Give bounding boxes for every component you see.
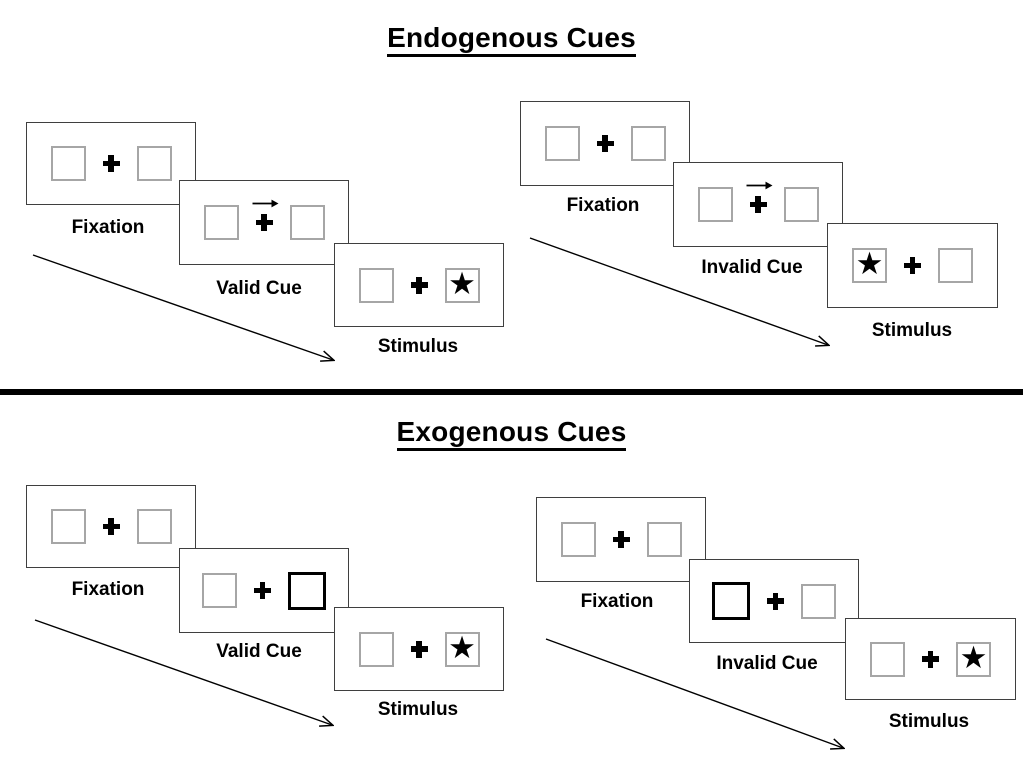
panel-label: Invalid Cue — [716, 653, 818, 674]
fixation-cross-icon — [746, 181, 772, 213]
timeline-arrow — [529, 237, 828, 345]
stimulus-panel: ★ — [827, 223, 998, 308]
panel-label: Fixation — [580, 591, 654, 612]
fixation-cross-icon — [612, 531, 630, 548]
fixation-panel — [26, 485, 196, 568]
left-box — [50, 146, 86, 181]
left-box — [50, 509, 86, 544]
right-box — [136, 509, 172, 544]
valid-cue-panel — [179, 180, 349, 265]
section-title-text: Exogenous Cues — [396, 416, 627, 451]
fixation-panel — [536, 497, 706, 582]
panel-label: Valid Cue — [216, 278, 302, 299]
cue-arrow-icon — [252, 199, 278, 208]
fixation-cross-icon — [252, 199, 278, 231]
star-icon: ★ — [855, 246, 884, 282]
fixation-cross-icon — [410, 276, 428, 294]
panel-label: Fixation — [566, 195, 640, 216]
timeline-arrow — [34, 619, 332, 725]
target-box: ★ — [956, 639, 991, 677]
panel-label: Valid Cue — [216, 641, 302, 662]
invalid-cue-panel — [673, 162, 843, 247]
section-title-endogenous: Endogenous Cues — [0, 22, 1023, 57]
fixation-cross-icon — [254, 582, 271, 599]
stimulus-panel: ★ — [334, 607, 504, 691]
valid-cue-panel — [179, 548, 349, 633]
star-icon: ★ — [959, 639, 988, 676]
right-box — [630, 126, 666, 161]
section-divider — [0, 389, 1023, 395]
panel-label: Invalid Cue — [701, 257, 803, 278]
target-box: ★ — [852, 248, 887, 283]
fixation-panel — [26, 122, 196, 205]
invalid-cue-panel — [689, 559, 859, 643]
left-box — [870, 641, 905, 677]
star-icon: ★ — [448, 629, 476, 666]
cue-highlight-box — [712, 582, 750, 620]
left-box — [202, 573, 237, 608]
fixation-cross-icon — [596, 135, 614, 152]
right-box — [646, 522, 682, 557]
target-box: ★ — [444, 629, 480, 667]
left-box — [544, 126, 580, 161]
right-box — [289, 205, 325, 240]
panel-label: Fixation — [71, 579, 145, 600]
timeline-arrow — [545, 638, 843, 748]
panel-label: Stimulus — [871, 320, 953, 341]
fixation-cross-icon — [767, 592, 784, 610]
fixation-cross-icon — [922, 650, 939, 668]
stimulus-panel: ★ — [334, 243, 504, 327]
fixation-cross-icon — [102, 518, 120, 535]
left-box — [358, 267, 394, 303]
right-box — [801, 583, 836, 619]
fixation-cross-icon — [410, 640, 428, 658]
section-title-exogenous: Exogenous Cues — [0, 416, 1023, 451]
left-box — [697, 187, 733, 222]
fixation-panel — [520, 101, 690, 186]
right-box — [783, 187, 819, 222]
stimulus-panel: ★ — [845, 618, 1016, 700]
star-icon: ★ — [448, 265, 476, 302]
timeline-arrow — [32, 254, 333, 360]
fixation-cross-icon — [102, 155, 120, 172]
left-box — [560, 522, 596, 557]
section-title-text: Endogenous Cues — [387, 22, 636, 57]
left-box — [203, 205, 239, 240]
panel-label: Stimulus — [888, 711, 970, 732]
cue-arrow-icon — [746, 181, 772, 190]
right-box — [136, 146, 172, 181]
cue-highlight-box — [288, 571, 326, 610]
panel-label: Stimulus — [377, 699, 459, 720]
right-box — [938, 248, 973, 283]
fixation-cross-icon — [904, 257, 921, 274]
panel-label: Fixation — [71, 217, 145, 238]
left-box — [358, 631, 394, 667]
panel-label: Stimulus — [377, 336, 459, 357]
target-box: ★ — [444, 265, 480, 303]
